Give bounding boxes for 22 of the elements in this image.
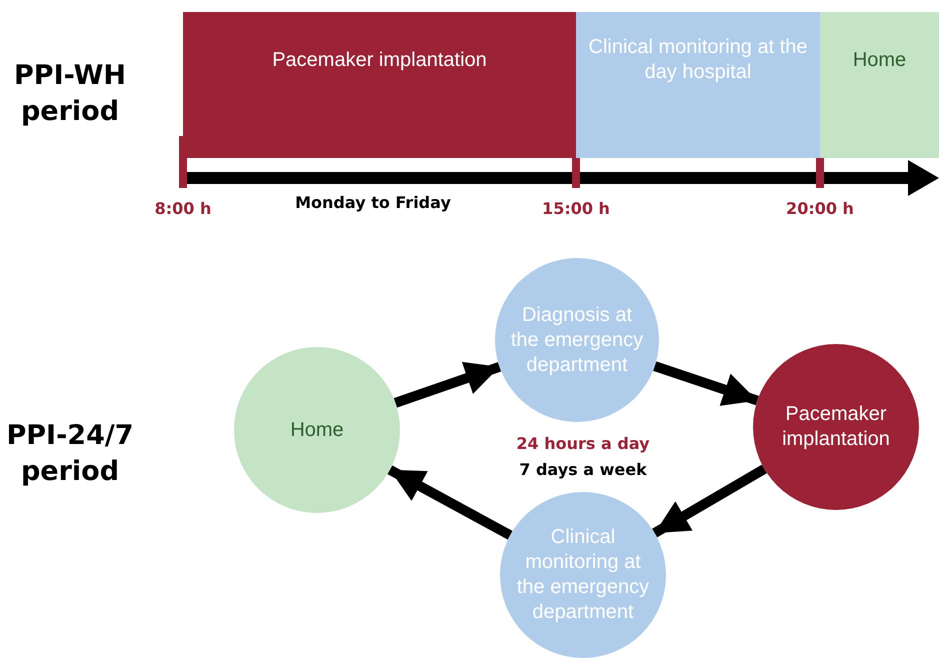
period-label: Monday to Friday [295,192,451,214]
time-label: 8:00 h [154,198,212,220]
timeline-bar [820,12,939,158]
timeline-bar [576,12,820,158]
node-label: Diagnosis at the emergency department [510,302,644,378]
time-label: 15:00 h [542,198,610,220]
timeline-bar [183,12,576,158]
node-label: Pacemaker implantation [781,402,891,452]
node-label: Home [290,418,344,442]
row-heading: PPI-WH period [13,59,127,130]
schedule-label: 24 hours a day [516,433,650,455]
node-label: Home [852,48,906,72]
node-label: Clinical monitoring at the day hospital [588,35,808,85]
arrow [387,465,513,540]
arrow [652,464,767,538]
schedule-label: 7 days a week [519,459,647,481]
row-heading: PPI-24/7 period [5,419,135,490]
node-label: Pacemaker implantation [272,48,487,72]
arrow [653,361,759,406]
arrow [394,362,502,408]
time-label: 20:00 h [786,198,854,220]
node-label: Clinical monitoring at the emergency department [516,525,650,625]
